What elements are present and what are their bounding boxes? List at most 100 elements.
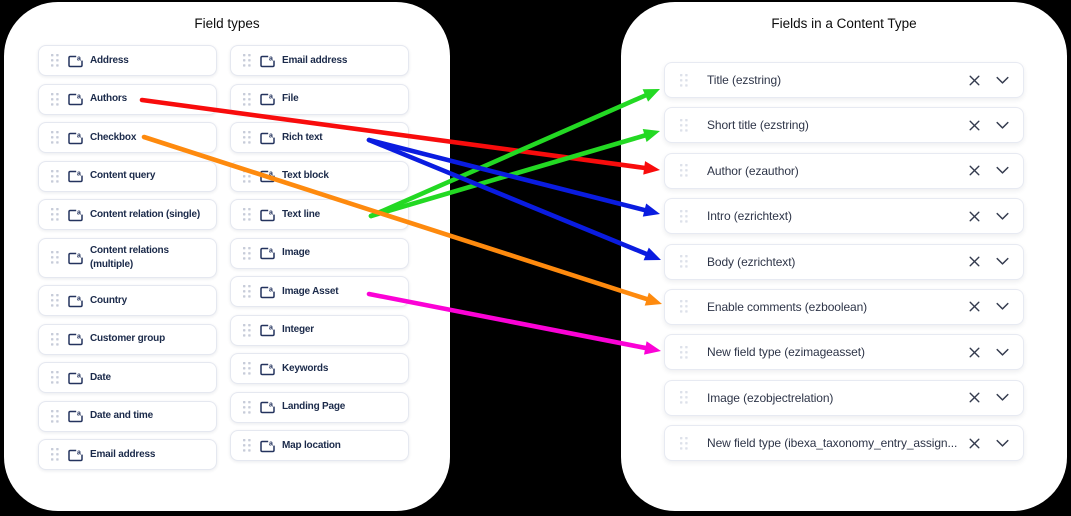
drag-handle-icon[interactable] — [51, 294, 60, 307]
field-type-card[interactable]: a Content relations (multiple) — [38, 237, 217, 278]
content-field-label: Title (ezstring) — [707, 73, 781, 87]
field-type-card[interactable]: a Map location — [230, 430, 409, 461]
field-type-label: Authors — [90, 93, 127, 104]
remove-field-button[interactable] — [967, 345, 982, 360]
content-field-label: Body (ezrichtext) — [707, 254, 796, 269]
field-type-card[interactable]: a Integer — [230, 314, 409, 346]
drag-handle-icon[interactable] — [680, 391, 689, 404]
field-type-card[interactable]: a Content query — [38, 160, 217, 192]
content-field-card[interactable]: New field type (ibexa_taxonomy_entry_ass… — [664, 425, 1024, 462]
content-field-card[interactable]: Image (ezobjectrelation) — [664, 379, 1024, 416]
field-type-card[interactable]: a Content relation (single) — [38, 199, 217, 230]
content-field-card[interactable]: Intro (ezrichtext) — [664, 198, 1024, 235]
remove-field-button[interactable] — [967, 390, 982, 405]
field-type-card[interactable]: a Country — [38, 285, 217, 316]
chevron-down-icon — [995, 121, 1010, 130]
field-type-card[interactable]: a Address — [38, 45, 217, 76]
field-type-card[interactable]: a Date and time — [38, 400, 217, 432]
field-type-label: File — [282, 93, 299, 104]
drag-handle-icon[interactable] — [51, 251, 60, 264]
drag-handle-icon[interactable] — [243, 54, 252, 67]
drag-handle-icon[interactable] — [243, 400, 252, 414]
field-type-card[interactable]: a Authors — [38, 83, 217, 115]
drag-handle-icon[interactable] — [51, 208, 60, 221]
svg-text:a: a — [269, 55, 273, 62]
drag-handle-icon[interactable] — [51, 54, 60, 67]
drag-handle-icon[interactable] — [243, 439, 252, 452]
field-type-card[interactable]: a Email address — [230, 45, 409, 76]
drag-handle-icon[interactable] — [243, 131, 252, 144]
drag-handle-icon[interactable] — [680, 345, 689, 359]
collapse-field-button[interactable] — [995, 166, 1010, 175]
collapse-field-button[interactable] — [995, 393, 1010, 402]
drag-handle-icon[interactable] — [680, 73, 689, 87]
collapse-field-button[interactable] — [995, 76, 1010, 85]
drag-handle-icon[interactable] — [243, 323, 252, 337]
remove-field-button[interactable] — [967, 209, 982, 224]
collapse-field-button[interactable] — [995, 439, 1010, 448]
drag-handle-icon[interactable] — [51, 448, 60, 461]
drag-handle-icon[interactable] — [243, 246, 252, 260]
field-type-card[interactable]: a Image — [230, 237, 409, 269]
field-type-icon: a — [68, 207, 84, 222]
field-type-card[interactable]: a Date — [38, 362, 217, 393]
drag-handle-icon[interactable] — [680, 255, 689, 268]
remove-field-button[interactable] — [967, 73, 982, 88]
remove-field-button[interactable] — [967, 254, 982, 269]
field-type-label: Email address — [90, 448, 156, 460]
field-type-card[interactable]: a Text line — [230, 199, 409, 230]
content-field-card[interactable]: Title (ezstring) — [664, 62, 1024, 98]
drag-handle-icon[interactable] — [243, 208, 252, 221]
drag-handle-icon[interactable] — [51, 371, 60, 384]
drag-handle-icon[interactable] — [243, 92, 252, 106]
svg-text:a: a — [77, 132, 81, 139]
field-type-card[interactable]: a Customer group — [38, 323, 217, 355]
remove-field-button[interactable] — [967, 163, 982, 178]
drag-handle-icon[interactable] — [51, 92, 60, 106]
field-type-card[interactable]: a File — [230, 83, 409, 115]
field-types-panel: Field types — [4, 2, 450, 511]
drag-handle-icon[interactable] — [680, 300, 689, 314]
drag-handle-icon[interactable] — [243, 362, 252, 375]
field-type-label: Email address — [282, 54, 348, 66]
field-type-card[interactable]: a Rich text — [230, 122, 409, 153]
drag-handle-icon[interactable] — [680, 118, 689, 132]
remove-field-button[interactable] — [967, 436, 982, 451]
drag-handle-icon[interactable] — [51, 131, 60, 144]
field-type-card[interactable]: a Image Asset — [230, 276, 409, 307]
collapse-field-button[interactable] — [995, 257, 1010, 266]
field-type-card[interactable]: a Checkbox — [38, 122, 217, 153]
field-type-label: Address — [90, 54, 129, 66]
content-field-card[interactable]: New field type (ezimageasset) — [664, 334, 1024, 371]
svg-text:a: a — [269, 325, 273, 332]
field-type-label: Content query — [90, 170, 156, 181]
drag-handle-icon[interactable] — [680, 436, 689, 450]
content-field-card[interactable]: Author (ezauthor) — [664, 152, 1024, 189]
field-type-card[interactable]: a Email address — [38, 439, 217, 470]
drag-handle-icon[interactable] — [243, 285, 252, 298]
collapse-field-button[interactable] — [995, 212, 1010, 221]
drag-handle-icon[interactable] — [680, 209, 689, 223]
collapse-field-button[interactable] — [995, 348, 1010, 357]
field-type-icon: a — [68, 332, 84, 346]
chevron-down-icon — [995, 348, 1010, 357]
content-field-card[interactable]: Body (ezrichtext) — [664, 243, 1024, 280]
field-type-label: Content relations (multiple) — [90, 244, 169, 270]
drag-handle-icon[interactable] — [51, 332, 60, 346]
drag-handle-icon[interactable] — [243, 169, 252, 183]
content-type-fields-title: Fields in a Content Type — [771, 16, 917, 31]
remove-field-button[interactable] — [967, 299, 982, 314]
drag-handle-icon[interactable] — [51, 409, 60, 423]
drag-handle-icon[interactable] — [680, 164, 689, 177]
drag-handle-icon[interactable] — [51, 169, 60, 183]
remove-field-button[interactable] — [967, 118, 982, 133]
field-type-card[interactable]: a Text block — [230, 160, 409, 192]
field-type-card[interactable]: a Keywords — [230, 353, 409, 384]
field-type-label: Text line — [282, 208, 321, 220]
content-field-card[interactable]: Short title (ezstring) — [664, 107, 1024, 144]
content-field-card[interactable]: Enable comments (ezboolean) — [664, 288, 1024, 325]
collapse-field-button[interactable] — [995, 302, 1010, 311]
field-type-card[interactable]: a Landing Page — [230, 391, 409, 423]
collapse-field-button[interactable] — [995, 121, 1010, 130]
field-types-columns: a Address — [38, 45, 450, 470]
